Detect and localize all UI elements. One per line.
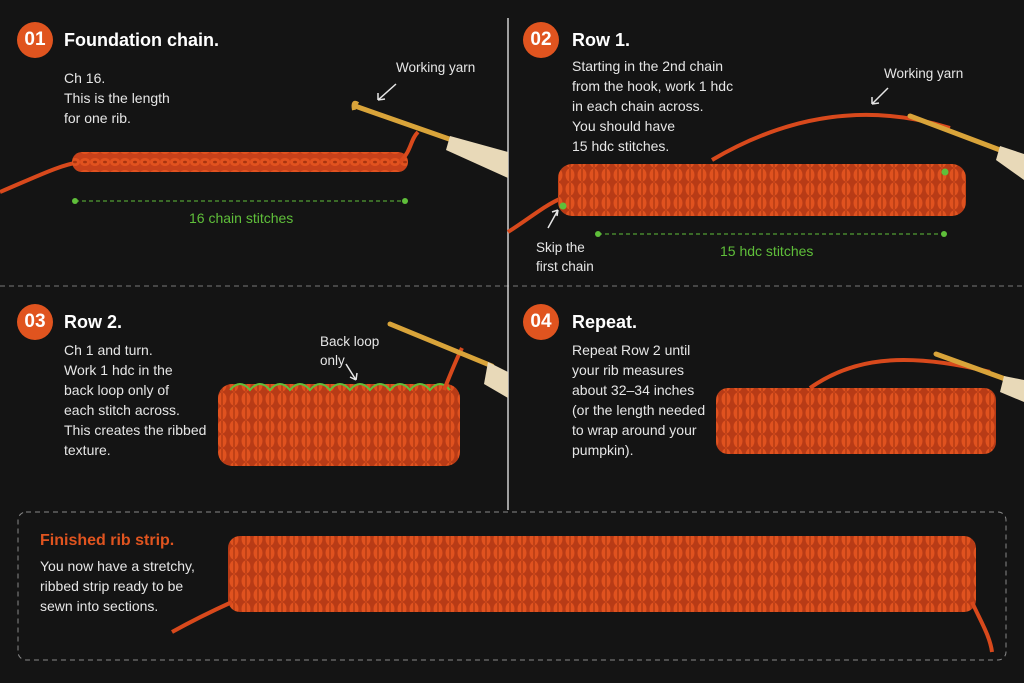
working-yarn-label: Working yarn — [884, 66, 964, 81]
crochet-hook-icon — [933, 351, 1024, 402]
foundation-chain-illustration — [0, 130, 420, 194]
step-description: Repeat Row 2 until your rib measures abo… — [572, 342, 706, 458]
arrow-icon — [377, 83, 397, 101]
step-number-badge: 04 — [523, 304, 559, 340]
crochet-hook-icon — [387, 321, 508, 398]
step-number-badge: 01 — [17, 22, 53, 58]
row2-illustration — [218, 347, 464, 466]
step-description: Ch 1 and turn. Work 1 hdc in the back lo… — [64, 342, 207, 458]
finished-strip-illustration — [171, 536, 994, 653]
step-description: Ch 16. This is the length for one rib. — [64, 70, 170, 126]
working-yarn-label: Working yarn — [396, 60, 476, 75]
step-title: Row 2. — [64, 312, 123, 332]
arrow-icon — [547, 209, 559, 229]
crochet-hook-icon — [907, 113, 1024, 180]
step-title: Row 1. — [572, 30, 631, 50]
measure-label: 15 hdc stitches — [720, 243, 814, 259]
finished-frame — [17, 511, 1007, 661]
skip-first-chain-label: Skip the first chain — [536, 240, 594, 274]
repeat-illustration — [716, 358, 996, 454]
measure-label: 16 chain stitches — [189, 210, 294, 226]
crochet-hook-icon — [351, 100, 508, 178]
step-title: Repeat. — [572, 312, 638, 332]
back-loop-label: Back loop only — [320, 334, 380, 368]
arrow-icon — [345, 363, 358, 381]
arrow-icon — [871, 87, 889, 105]
step-number-badge: 03 — [17, 304, 53, 340]
finished-description: You now have a stretchy, ribbed strip re… — [40, 558, 195, 614]
step-title: Foundation chain. — [64, 30, 219, 50]
step-description: Starting in the 2nd chain from the hook,… — [572, 58, 734, 154]
finished-title: Finished rib strip. — [40, 532, 175, 549]
step-number-badge: 02 — [523, 22, 559, 58]
